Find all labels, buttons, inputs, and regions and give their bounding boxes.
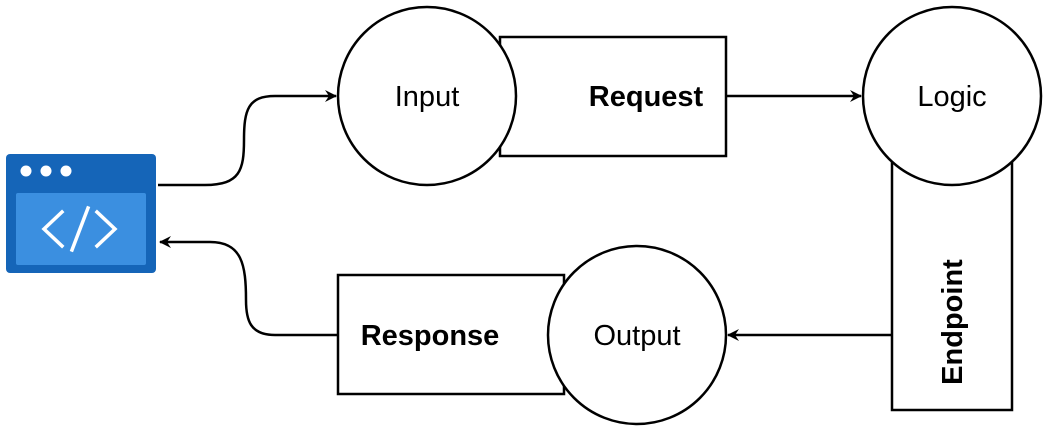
edge-app-to-input [158,90,337,187]
response-node: Response [336,273,566,396]
logic-node: Logic [861,5,1043,187]
response-label: Response [361,320,500,352]
web-app-code-icon [6,154,156,273]
edge-response-to-app [159,236,338,337]
logic-circle [861,5,1043,187]
endpoint-box [890,154,1014,412]
output-circle [546,244,728,426]
output-node: Output [546,244,728,426]
response-box [336,273,566,396]
request-box [498,35,728,158]
endpoint-label: Endpoint [937,259,969,385]
input-label: Input [395,81,460,113]
request-label: Request [589,81,704,113]
input-node: Input [336,5,518,187]
request-node [498,35,728,158]
input-circle [336,5,518,187]
logic-label: Logic [917,81,986,113]
endpoint-node: Endpoint [890,154,1014,412]
output-label: Output [593,320,680,352]
